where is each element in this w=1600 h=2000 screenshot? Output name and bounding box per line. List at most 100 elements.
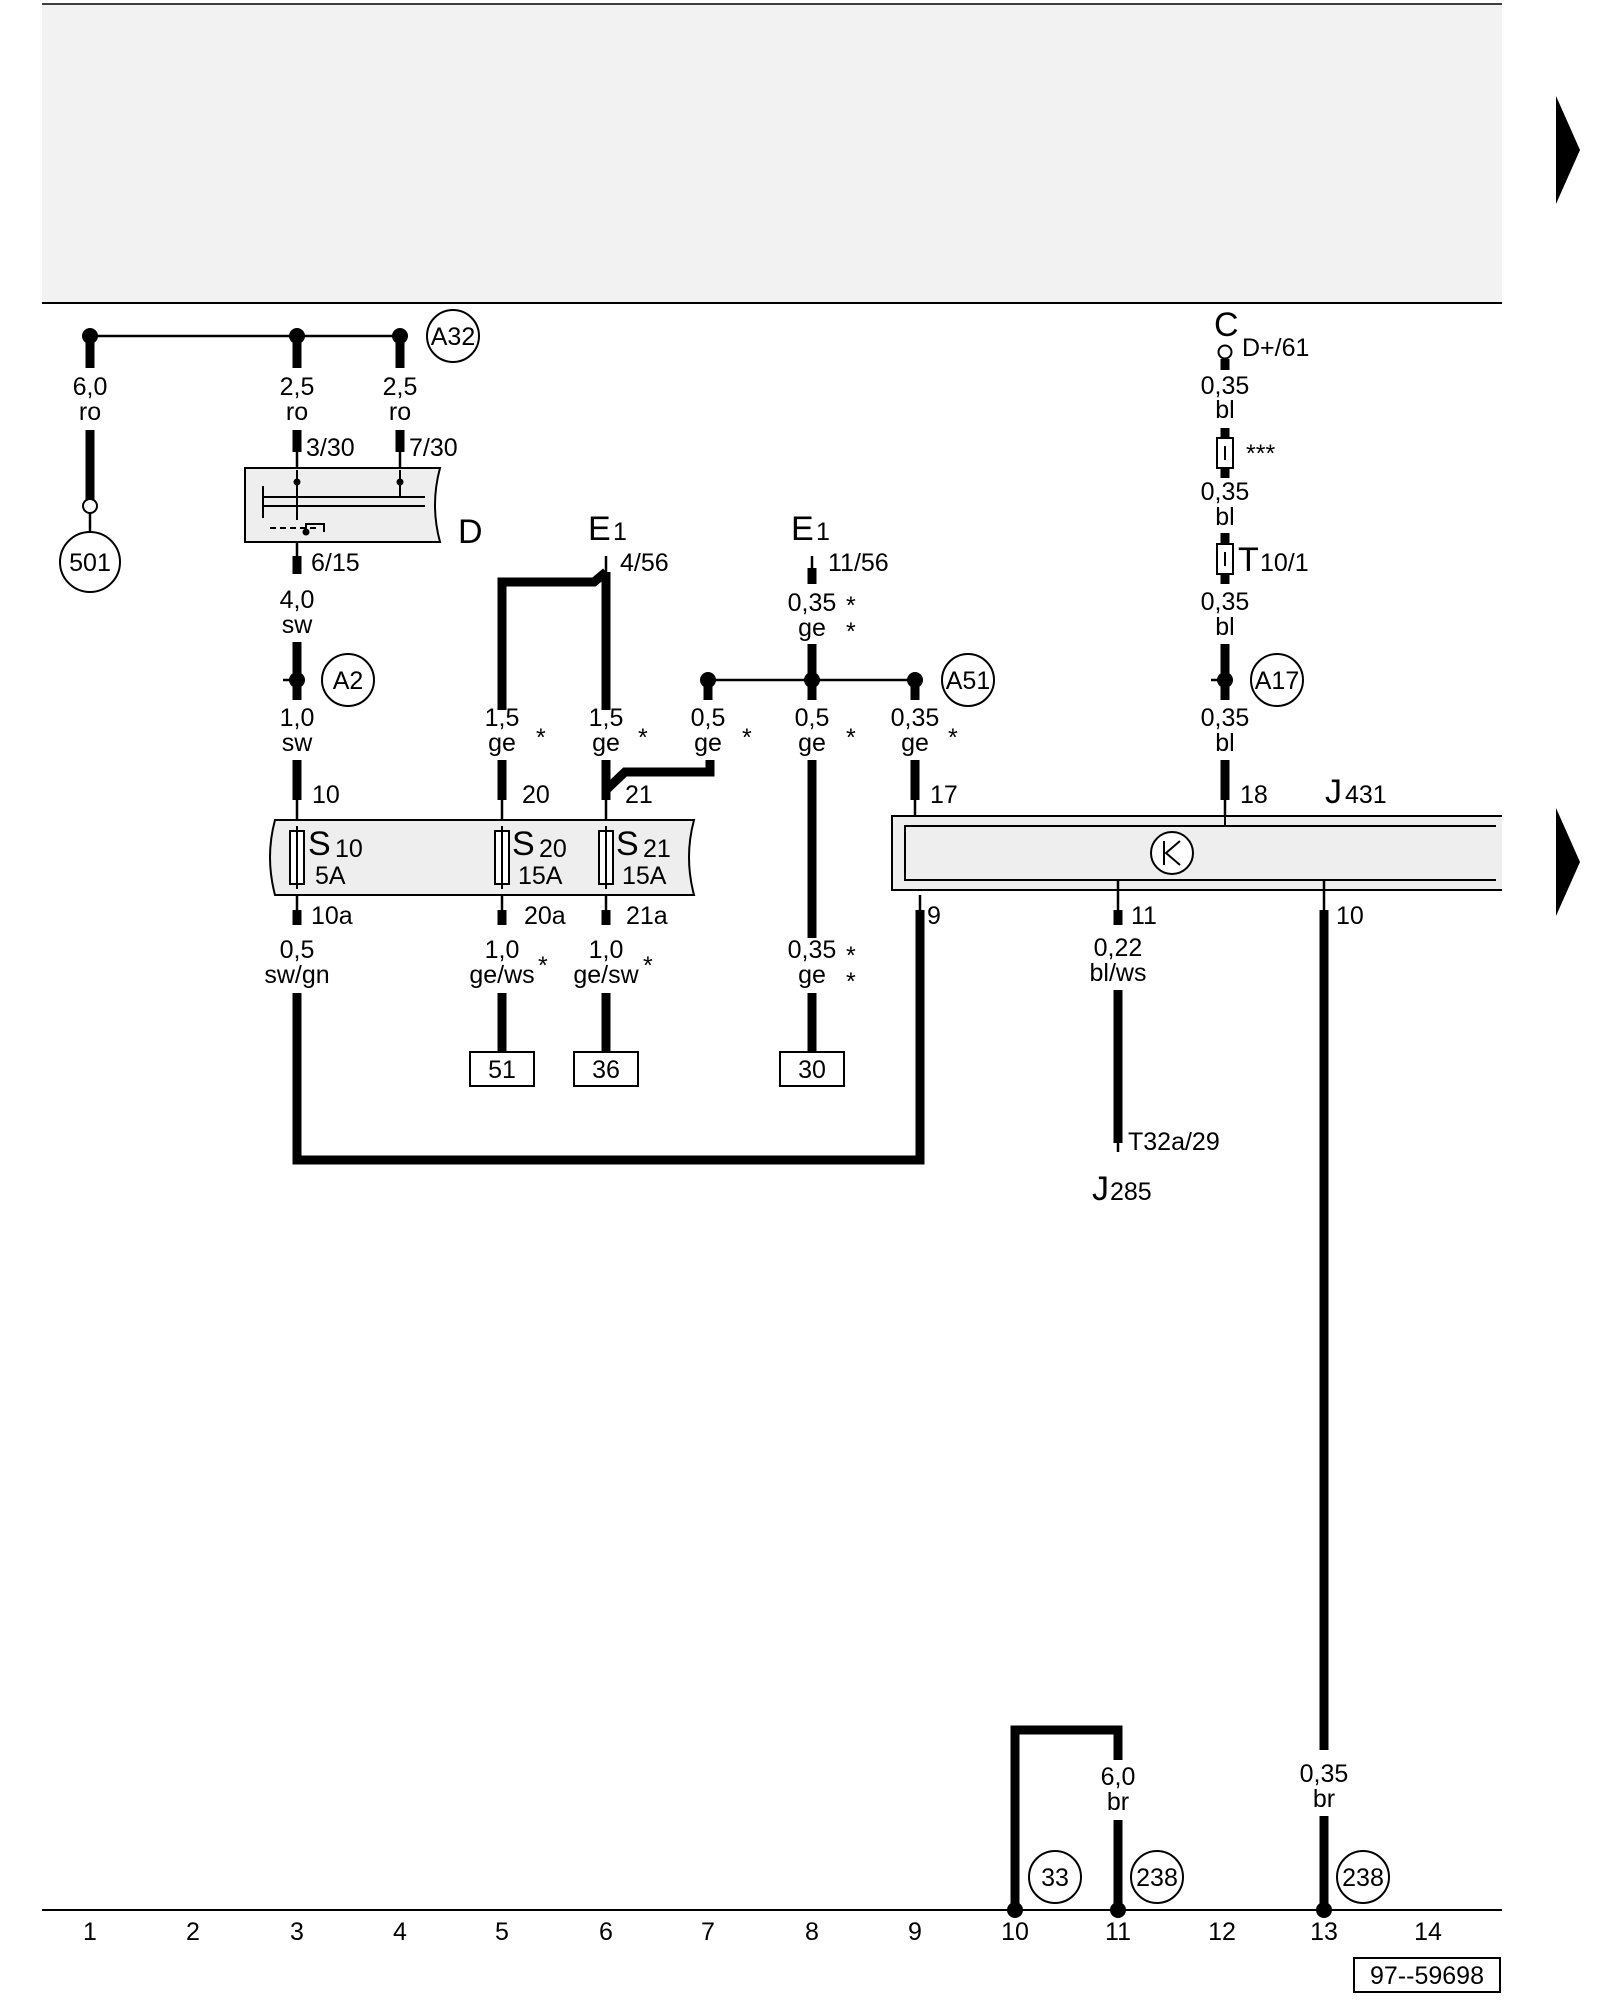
connector-t10-number: 10/1 bbox=[1260, 549, 1309, 577]
pin-label-s20-in: 20 bbox=[522, 781, 550, 809]
control-unit-j431-inner bbox=[904, 825, 1496, 881]
grid-number-1: 1 bbox=[83, 1918, 97, 1946]
connection-circle-a51[interactable] bbox=[941, 653, 995, 707]
wire-color-label: br bbox=[1313, 1785, 1335, 1813]
fuse-s10-rating: 5A bbox=[315, 862, 346, 890]
grid-number-14: 14 bbox=[1414, 1918, 1442, 1946]
wire-e1-to-s20 bbox=[497, 568, 609, 710]
option-star: * bbox=[638, 724, 648, 752]
wire-color-label: bl/ws bbox=[1090, 959, 1147, 987]
wire-size-label: 1,5 bbox=[485, 704, 520, 732]
continuation-arrow-middle[interactable] bbox=[1556, 808, 1580, 916]
wire-size-label: 6,0 bbox=[1101, 1763, 1136, 1791]
pin-label-j285-t32a-29: T32a/29 bbox=[1128, 1128, 1220, 1156]
reference-label-36: 36 bbox=[592, 1056, 620, 1084]
option-star: * bbox=[846, 724, 856, 752]
wire-size-label: 0,35 bbox=[1300, 1760, 1349, 1788]
pin-label-s21-in: 21 bbox=[625, 781, 653, 809]
wire-size-label: 4,0 bbox=[280, 586, 315, 614]
a17-node bbox=[1217, 672, 1233, 688]
wire-size-label: 2,5 bbox=[280, 373, 315, 401]
wire-color-label: bl bbox=[1215, 396, 1234, 424]
reference-box-51[interactable] bbox=[469, 1051, 535, 1087]
fuse-s10-letter: S bbox=[308, 825, 331, 863]
wire-ground-loop bbox=[1010, 1725, 1123, 1910]
reference-box-36[interactable] bbox=[573, 1051, 639, 1087]
option-star: * bbox=[846, 942, 856, 970]
grid-number-4: 4 bbox=[393, 1918, 407, 1946]
pin-label-d-6-15: 6/15 bbox=[311, 549, 360, 577]
pin-label-j431-11: 11 bbox=[1131, 902, 1157, 930]
pin-label-e1-4-56: 4/56 bbox=[620, 549, 669, 577]
wire-color-label: bl bbox=[1215, 729, 1234, 757]
header-band bbox=[42, 4, 1502, 304]
connection-circle-33[interactable] bbox=[1028, 1850, 1082, 1904]
wire-color-label: ge/ws bbox=[469, 961, 534, 989]
connection-circle-238-b[interactable] bbox=[1336, 1850, 1390, 1904]
grid-number-6: 6 bbox=[599, 1918, 613, 1946]
figure-code-box bbox=[1353, 1957, 1501, 1993]
wire-end-terminal bbox=[82, 498, 98, 514]
pin-label-j431-10: 10 bbox=[1336, 902, 1364, 930]
switch-d-dot bbox=[302, 528, 310, 536]
wire-size-label: 0,5 bbox=[691, 704, 726, 732]
wire-size-label: 0,35 bbox=[891, 704, 940, 732]
a2-node bbox=[289, 672, 305, 688]
component-label-j285: J bbox=[1092, 1170, 1109, 1208]
connection-circle-a32[interactable] bbox=[426, 309, 480, 363]
pin-label-j431-17: 17 bbox=[930, 781, 958, 809]
option-star: * bbox=[846, 592, 856, 620]
connection-label-a2: A2 bbox=[333, 667, 364, 695]
wire-size-label: 0,35 bbox=[788, 589, 837, 617]
pin-label-s10-out: 10a bbox=[311, 902, 353, 930]
switch-d-dot bbox=[293, 478, 301, 486]
reference-box-30[interactable] bbox=[779, 1051, 845, 1087]
wire-color-label: br bbox=[1107, 1788, 1129, 1816]
grid-number-2: 2 bbox=[186, 1918, 200, 1946]
wire-size-label: 0,35 bbox=[1201, 372, 1250, 400]
component-sub-e1: 1 bbox=[613, 518, 627, 546]
wire-color-label: ge bbox=[798, 614, 826, 642]
wire-size-label: 6,0 bbox=[73, 373, 108, 401]
j431-symbol-k bbox=[1163, 840, 1181, 866]
switch-d-lever bbox=[305, 523, 325, 532]
pin-label-d-7-30: 7/30 bbox=[409, 434, 458, 462]
pin-label-d-3-30: 3/30 bbox=[306, 434, 355, 462]
wire-color-label: ro bbox=[389, 398, 411, 426]
fuse-box bbox=[269, 819, 696, 896]
option-star: * bbox=[846, 968, 856, 996]
connection-circle-a17[interactable] bbox=[1250, 653, 1304, 707]
triple-star-label: *** bbox=[1246, 440, 1275, 468]
connection-circle-501[interactable] bbox=[59, 531, 121, 593]
connection-label-33: 33 bbox=[1041, 1864, 1069, 1892]
connection-label-501: 501 bbox=[69, 549, 111, 577]
wire-size-label: 2,5 bbox=[383, 373, 418, 401]
grid-number-13: 13 bbox=[1310, 1918, 1338, 1946]
connection-circle-238-a[interactable] bbox=[1130, 1850, 1184, 1904]
wire-col6-to-s21 bbox=[601, 760, 715, 800]
connection-label-238-b: 238 bbox=[1342, 1864, 1384, 1892]
continuation-arrow-top[interactable] bbox=[1556, 96, 1580, 204]
pin-label-s21-out: 21a bbox=[626, 902, 668, 930]
grid-number-9: 9 bbox=[908, 1918, 922, 1946]
wire-size-label: 1,0 bbox=[589, 936, 624, 964]
fuse-s20-letter: S bbox=[512, 825, 535, 863]
wire-size-label: 0,5 bbox=[280, 936, 315, 964]
connection-label-a32: A32 bbox=[431, 323, 475, 351]
component-sub-j431: 431 bbox=[1345, 781, 1387, 809]
grid-number-11: 11 bbox=[1105, 1918, 1131, 1946]
grid-number-row: 1 2 3 4 5 6 7 8 9 10 11 12 13 14 bbox=[83, 1918, 1442, 1946]
component-label-d: D bbox=[458, 513, 483, 551]
wire-s10-loop-to-j431 bbox=[292, 910, 925, 1165]
option-star: * bbox=[536, 724, 546, 752]
option-star: * bbox=[846, 618, 856, 646]
wire-color-label: ro bbox=[286, 398, 308, 426]
wire-color-label: ro bbox=[79, 398, 101, 426]
component-sub-e1-b: 1 bbox=[816, 518, 830, 546]
option-star: * bbox=[742, 724, 752, 752]
component-label-e1-b: E bbox=[791, 510, 814, 548]
figure-code-label: 97--59698 bbox=[1370, 1962, 1484, 1990]
connection-circle-a2[interactable] bbox=[321, 653, 375, 707]
pin-label-c-d61: D+/61 bbox=[1242, 334, 1309, 362]
